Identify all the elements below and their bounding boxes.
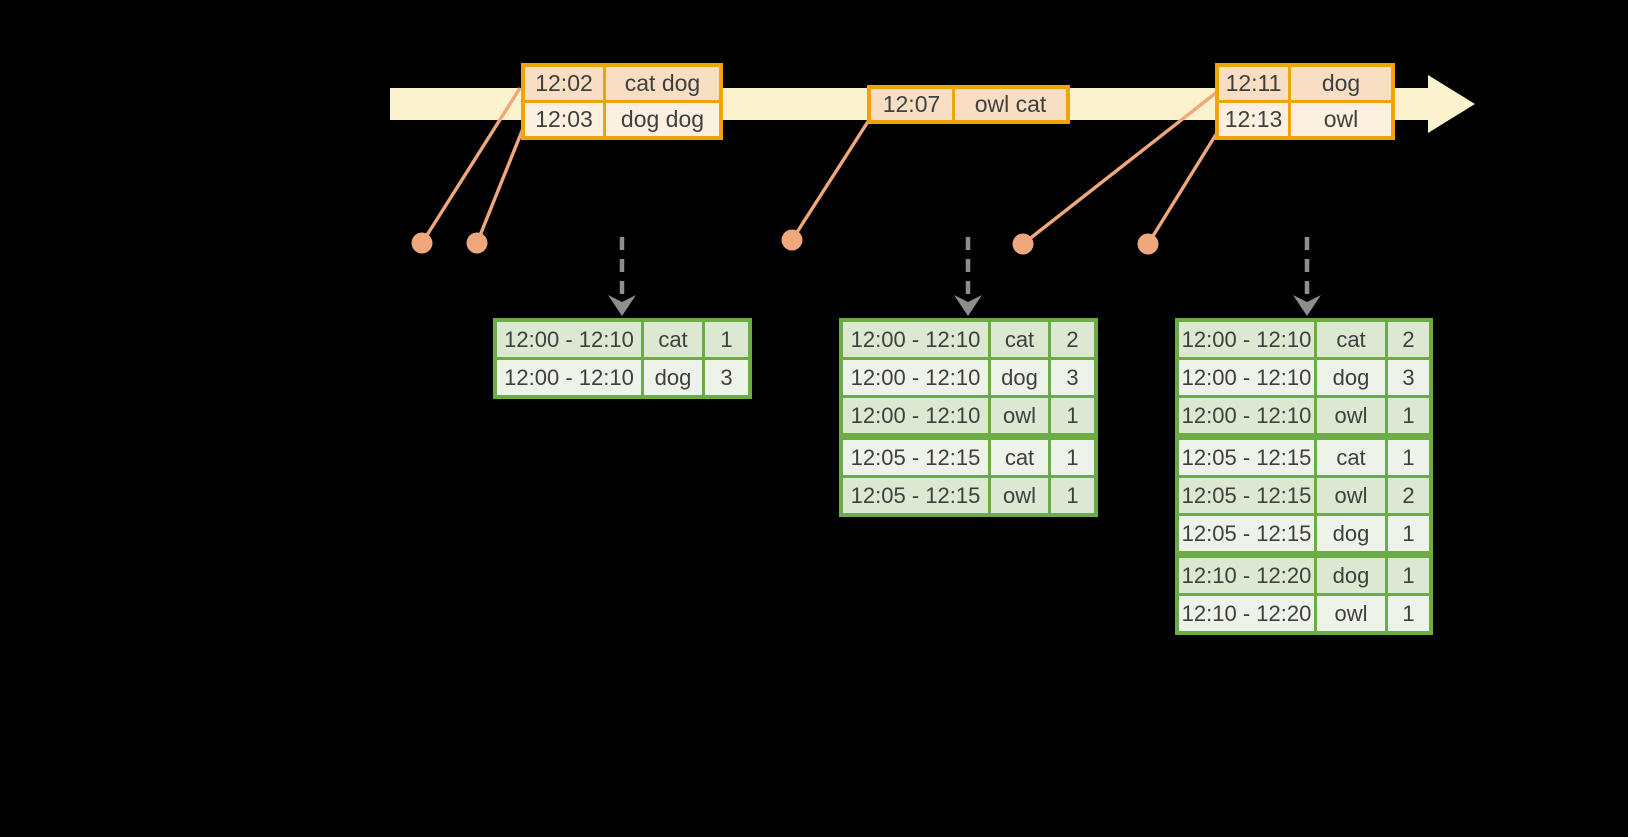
- count-cell: 1: [1051, 440, 1094, 475]
- count-cell: 1: [1388, 516, 1429, 551]
- word-cell: cat: [991, 440, 1048, 475]
- event-words-cell: cat dog: [606, 67, 719, 100]
- count-cell: 2: [1388, 478, 1429, 513]
- window-cell: 12:05 - 12:15: [1179, 478, 1314, 513]
- word-cell: owl: [991, 478, 1048, 513]
- event-words-cell: owl cat: [955, 89, 1066, 120]
- count-cell: 1: [705, 322, 748, 357]
- word-cell: dog: [1317, 360, 1385, 395]
- event-marker-dot: [781, 229, 803, 251]
- word-cell: cat: [1317, 322, 1385, 357]
- count-cell: 3: [1388, 360, 1429, 395]
- window-cell: 12:00 - 12:10: [1179, 360, 1314, 395]
- event-words-cell: dog: [1291, 67, 1391, 100]
- event-connector-line: [475, 125, 526, 244]
- word-cell: cat: [1317, 440, 1385, 475]
- event-time-cell: 12:03: [525, 103, 603, 136]
- window-cell: 12:00 - 12:10: [497, 360, 641, 395]
- window-cell: 12:00 - 12:10: [843, 322, 988, 357]
- word-cell: owl: [1317, 478, 1385, 513]
- count-cell: 1: [1051, 398, 1094, 433]
- count-cell: 1: [1388, 596, 1429, 631]
- word-cell: cat: [644, 322, 702, 357]
- window-cell: 12:05 - 12:15: [1179, 440, 1314, 475]
- word-cell: dog: [991, 360, 1048, 395]
- event-time-cell: 12:11: [1219, 67, 1288, 100]
- window-cell: 12:05 - 12:15: [843, 478, 988, 513]
- window-cell: 12:00 - 12:10: [843, 398, 988, 433]
- word-cell: owl: [991, 398, 1048, 433]
- count-cell: 3: [1051, 360, 1094, 395]
- word-cell: dog: [644, 360, 702, 395]
- event-connector-line: [1021, 90, 1219, 246]
- event-time-cell: 12:07: [871, 89, 952, 120]
- count-cell: 1: [1388, 558, 1429, 593]
- timeline-arrowhead-icon: [1428, 75, 1475, 133]
- event-marker-dot: [1137, 233, 1159, 255]
- window-cell: 12:05 - 12:15: [843, 440, 988, 475]
- word-cell: cat: [991, 322, 1048, 357]
- event-time-cell: 12:02: [525, 67, 603, 100]
- event-connector-line: [790, 119, 871, 241]
- event-time-cell: 12:13: [1219, 103, 1288, 136]
- event-marker-dot: [411, 232, 433, 254]
- count-cell: 3: [705, 360, 748, 395]
- trigger-arrowhead-icon: [608, 295, 636, 316]
- word-cell: owl: [1317, 596, 1385, 631]
- event-marker-dot: [1012, 233, 1034, 255]
- window-cell: 12:00 - 12:10: [1179, 398, 1314, 433]
- word-cell: owl: [1317, 398, 1385, 433]
- count-cell: 1: [1388, 398, 1429, 433]
- window-cell: 12:10 - 12:20: [1179, 596, 1314, 631]
- trigger-arrowhead-icon: [1293, 295, 1321, 316]
- word-cell: dog: [1317, 558, 1385, 593]
- event-connector-line: [420, 87, 522, 244]
- count-cell: 1: [1388, 440, 1429, 475]
- event-marker-dot: [466, 232, 488, 254]
- count-cell: 2: [1051, 322, 1094, 357]
- window-cell: 12:05 - 12:15: [1179, 516, 1314, 551]
- event-words-cell: owl: [1291, 103, 1391, 136]
- event-words-cell: dog dog: [606, 103, 719, 136]
- count-cell: 1: [1051, 478, 1094, 513]
- word-cell: dog: [1317, 516, 1385, 551]
- window-cell: 12:00 - 12:10: [1179, 322, 1314, 357]
- window-cell: 12:10 - 12:20: [1179, 558, 1314, 593]
- trigger-arrowhead-icon: [954, 295, 982, 316]
- count-cell: 2: [1388, 322, 1429, 357]
- window-cell: 12:00 - 12:10: [843, 360, 988, 395]
- window-cell: 12:00 - 12:10: [497, 322, 641, 357]
- event-connector-line: [1146, 127, 1222, 245]
